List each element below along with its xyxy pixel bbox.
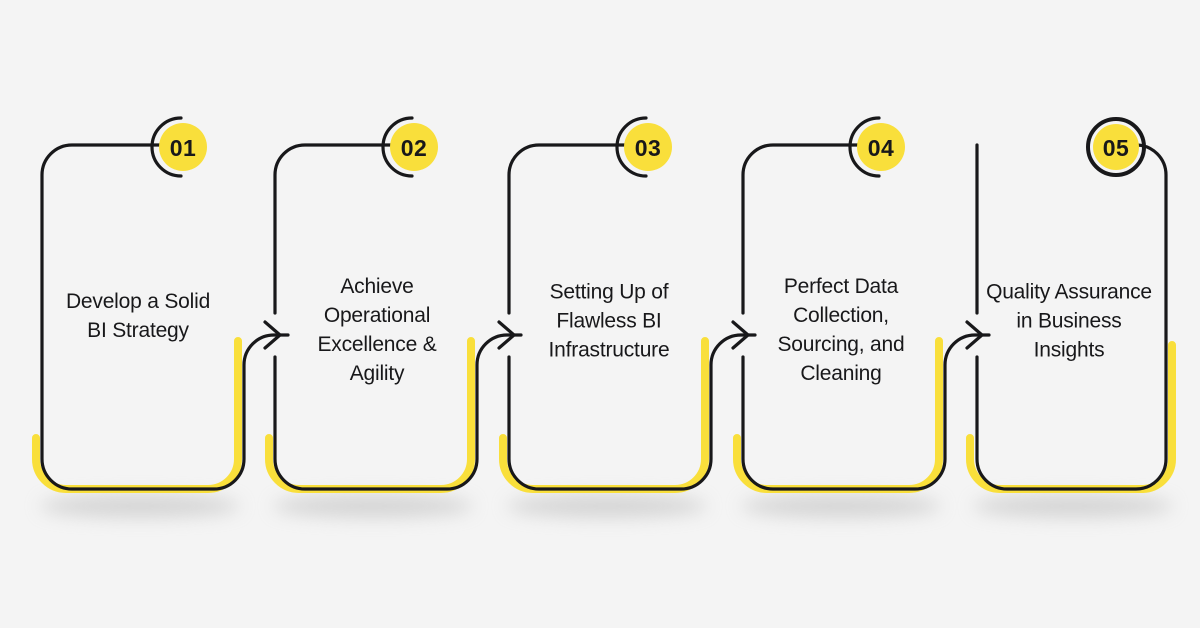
badge-ring	[1086, 117, 1146, 177]
badge-circle	[390, 123, 438, 171]
ground-shadow	[507, 495, 707, 517]
badge-arc	[615, 116, 648, 178]
arrow-3-to-4-icon	[731, 320, 750, 350]
ground-shadow	[273, 495, 473, 517]
card-accent-stroke	[265, 337, 475, 493]
step-card-03[interactable]: 03	[499, 116, 757, 493]
step-card-04[interactable]: 04	[733, 116, 991, 493]
badge-circle	[1093, 124, 1139, 170]
card-ground-shadows	[40, 495, 1173, 517]
card-outline	[741, 143, 861, 315]
card-outline-lower	[741, 333, 991, 491]
step-badge-05[interactable]: 05	[1086, 117, 1146, 177]
card-outline-lower	[975, 143, 1168, 491]
step-badge-03[interactable]: 03	[615, 116, 672, 178]
card-outline-lower	[273, 333, 523, 491]
badge-number: 05	[1103, 135, 1130, 161]
flow-arrows	[263, 320, 984, 350]
arrow-2-to-3-icon	[497, 320, 516, 350]
badge-number: 01	[170, 135, 197, 161]
step-card-02[interactable]: 02	[265, 116, 523, 493]
card-outline-lower	[507, 333, 757, 491]
step-card-05[interactable]: 05	[966, 117, 1176, 493]
card-accent-stroke	[966, 341, 1176, 493]
badge-circle	[159, 123, 207, 171]
badge-arc	[381, 116, 414, 178]
card-outline	[40, 143, 290, 491]
card-outline	[273, 143, 393, 315]
card-accent-stroke	[499, 337, 709, 493]
card-accent-stroke	[32, 337, 242, 493]
badge-number: 02	[401, 135, 428, 161]
badge-arc	[150, 116, 183, 178]
ground-shadow	[40, 495, 240, 517]
arrow-4-to-5-icon	[965, 320, 984, 350]
badge-circle	[857, 123, 905, 171]
step-card-01[interactable]: 01	[32, 116, 290, 493]
step-badge-04[interactable]: 04	[848, 116, 905, 178]
step-badge-02[interactable]: 02	[381, 116, 438, 178]
badge-number: 03	[635, 135, 662, 161]
card-accent-stroke	[733, 337, 943, 493]
card-outline	[507, 143, 627, 315]
arrow-1-to-2-icon	[263, 320, 282, 350]
step-badge-01[interactable]: 01	[150, 116, 207, 178]
ground-shadow	[973, 495, 1173, 517]
ground-shadow	[741, 495, 941, 517]
badge-circle	[624, 123, 672, 171]
badge-arc	[848, 116, 881, 178]
badge-number: 04	[868, 135, 895, 161]
